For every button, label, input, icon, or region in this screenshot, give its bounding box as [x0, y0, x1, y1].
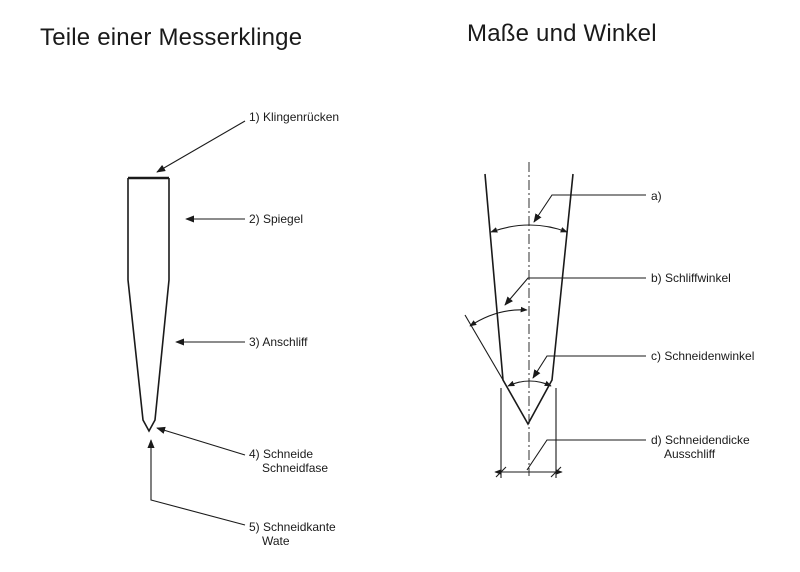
label-schneide-line2: Schneidfase	[262, 461, 329, 475]
arrow-schneidkante	[147, 439, 246, 526]
blade-outline	[127, 176, 170, 433]
label-spiegel: 2) Spiegel	[249, 212, 304, 226]
leader-schneidenwinkel	[532, 355, 646, 379]
leader-schliffwinkel	[504, 277, 646, 306]
arrow-schneide	[156, 426, 246, 456]
label-schneidendicke: d) Schneidendicke Ausschliff	[651, 433, 750, 461]
left-panel-title: Teile einer Messerklinge	[40, 24, 303, 51]
label-schliffwinkel: b) Schliffwinkel	[651, 271, 731, 285]
label-schneidkante-line1: 5) Schneidkante	[249, 520, 336, 534]
blade-profile	[127, 178, 170, 433]
label-schneidenwinkel: c) Schneidenwinkel	[651, 349, 755, 363]
label-anschliff: 3) Anschliff	[249, 335, 308, 349]
right-panel-title: Maße und Winkel	[467, 20, 657, 47]
schliffwinkel-arc	[469, 306, 528, 327]
label-schneidkante: 5) Schneidkante Wate	[249, 520, 336, 548]
label-schneidendicke-line1: d) Schneidendicke	[651, 433, 750, 447]
label-schneide-line1: 4) Schneide	[249, 447, 314, 461]
grind-extension-line	[464, 314, 504, 381]
arrow-klingenruecken	[156, 120, 246, 173]
schneidenwinkel-arc	[507, 380, 552, 387]
dimension-d-tick-left	[495, 466, 507, 478]
label-schneidendicke-line2: Ausschliff	[664, 447, 716, 461]
label-schneidkante-line2: Wate	[262, 534, 290, 548]
label-a: a)	[651, 189, 662, 203]
dimension-a-arc	[490, 224, 568, 233]
label-schneide: 4) Schneide Schneidfase	[249, 447, 328, 475]
leader-schneidendicke	[526, 439, 646, 471]
label-klingenruecken: 1) Klingenrücken	[249, 110, 340, 124]
dimension-d-tick-right	[550, 466, 562, 478]
leader-a	[533, 194, 646, 223]
